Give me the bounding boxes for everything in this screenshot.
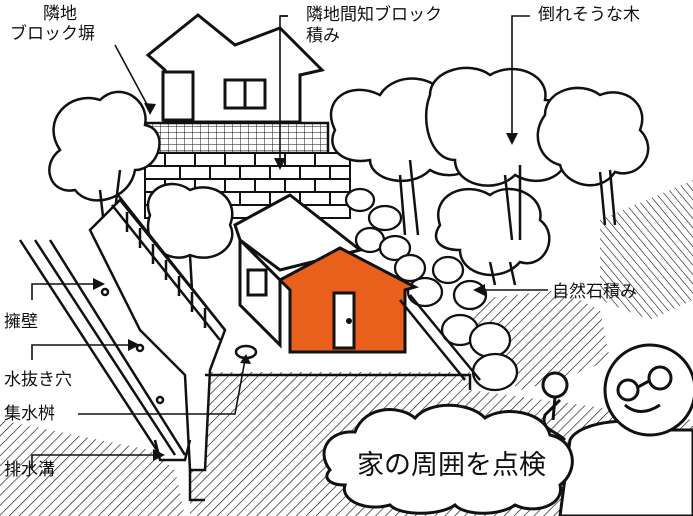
label-natural-stone: 自然石積み (552, 282, 637, 302)
caption-inspect-house: 家の周囲を点検 (357, 450, 546, 481)
block-fence (138, 121, 330, 155)
leader-lines (31, 15, 548, 470)
label-gap-block-2: 積み (306, 26, 340, 46)
label-neighbor-wall-1: 隣地 (43, 4, 77, 24)
natural-stone-wall (344, 187, 519, 392)
label-drainage-ditch: 排水溝 (4, 460, 55, 480)
magnifying-glass-icon (541, 371, 569, 399)
label-gap-block-1: 隣地間知ブロック (306, 5, 442, 25)
label-falling-tree: 倒れそうな木 (538, 5, 640, 25)
trees (48, 66, 650, 291)
label-retaining-wall: 擁壁 (4, 312, 38, 332)
neighbor-house (145, 13, 325, 124)
arrow-heads (93, 103, 518, 461)
inspector-person (541, 343, 693, 516)
cloud-bubble (322, 403, 574, 515)
orange-house (277, 246, 419, 354)
retaining-wall (18, 194, 227, 472)
road-edge (188, 294, 481, 502)
label-catch-basin: 集水桝 (4, 404, 55, 424)
label-neighbor-wall-2: ブロック塀 (10, 24, 95, 44)
label-weep-hole: 水抜き穴 (4, 370, 72, 390)
